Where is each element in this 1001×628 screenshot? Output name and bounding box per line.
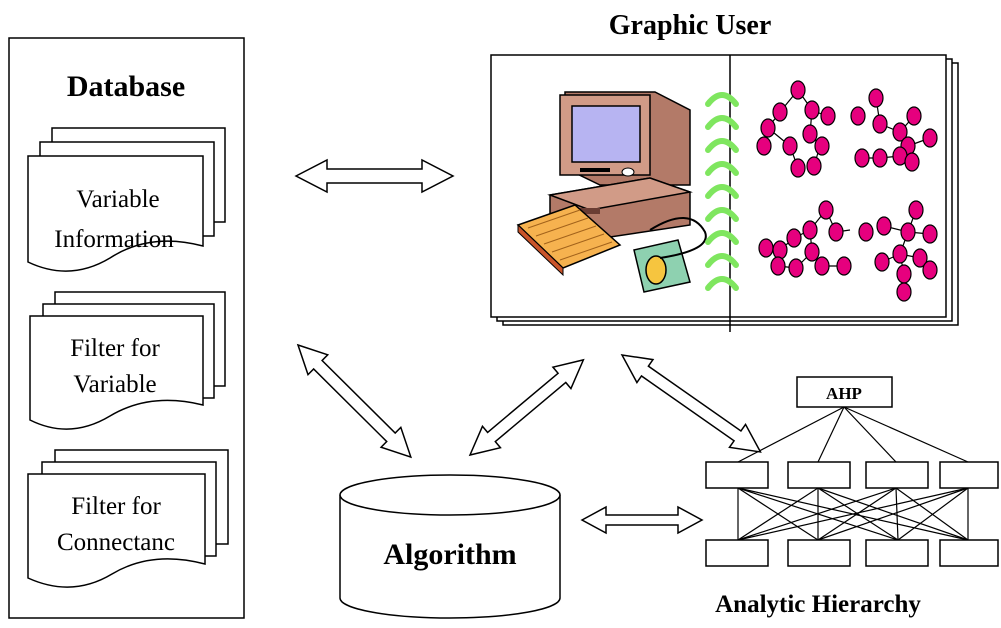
database-panel: Database Variable Information Filter for…: [8, 37, 245, 619]
arrow-database-algorithm: [296, 343, 413, 459]
ahp-criterion-box: [787, 461, 851, 489]
network-graph-bottom-right: [858, 200, 938, 302]
arrow-gui-ahp: [620, 354, 762, 453]
arrow-algorithm-ahp: [580, 505, 704, 535]
ahp-top-links: [737, 406, 969, 463]
ahp-alternatives-row: [705, 539, 999, 567]
network-graph-top-left: [756, 80, 836, 178]
network-graph-bottom-left: [758, 200, 852, 278]
doc-line1: Filter for: [70, 335, 160, 362]
arrow-gui-algorithm: [468, 358, 585, 457]
ahp-top-label: AHP: [826, 384, 862, 403]
ahp-alternative-box: [865, 539, 929, 567]
network-graph-top-right: [850, 88, 938, 172]
database-doc-filter-connectance: Filter for Connectanc: [27, 449, 229, 588]
ahp-top-box: [796, 376, 893, 408]
doc-line2: Connectanc: [57, 529, 175, 556]
database-doc-filter-variable: Filter for Variable: [29, 291, 226, 430]
ahp-title: Analytic Hierarchy: [715, 591, 921, 618]
ahp-criteria-row: [705, 461, 999, 489]
ahp-criterion-box: [865, 461, 929, 489]
connector-arrows: [294, 158, 762, 535]
doc-line1: Variable: [76, 186, 159, 213]
ahp-alternative-box: [787, 539, 851, 567]
computer-icon: [516, 91, 707, 293]
database-doc-variable-information: Variable Information: [27, 127, 226, 272]
doc-line2: Information: [54, 226, 174, 253]
ahp-hierarchy: AHP Analytic: [705, 376, 999, 618]
ahp-alternative-box: [705, 539, 769, 567]
doc-line1: Filter for: [71, 493, 161, 520]
ahp-criterion-box: [705, 461, 769, 489]
ahp-alternative-box: [939, 539, 999, 567]
database-title: Database: [67, 70, 185, 103]
gui-title: Graphic User: [609, 10, 772, 41]
arrow-database-gui: [294, 158, 455, 194]
chevron-column: [705, 92, 739, 291]
doc-line2: Variable: [73, 371, 156, 398]
ahp-cross-links: [737, 487, 969, 541]
ahp-criterion-box: [939, 461, 999, 489]
algorithm-cylinder: Algorithm: [339, 474, 561, 619]
algorithm-title: Algorithm: [383, 538, 516, 571]
